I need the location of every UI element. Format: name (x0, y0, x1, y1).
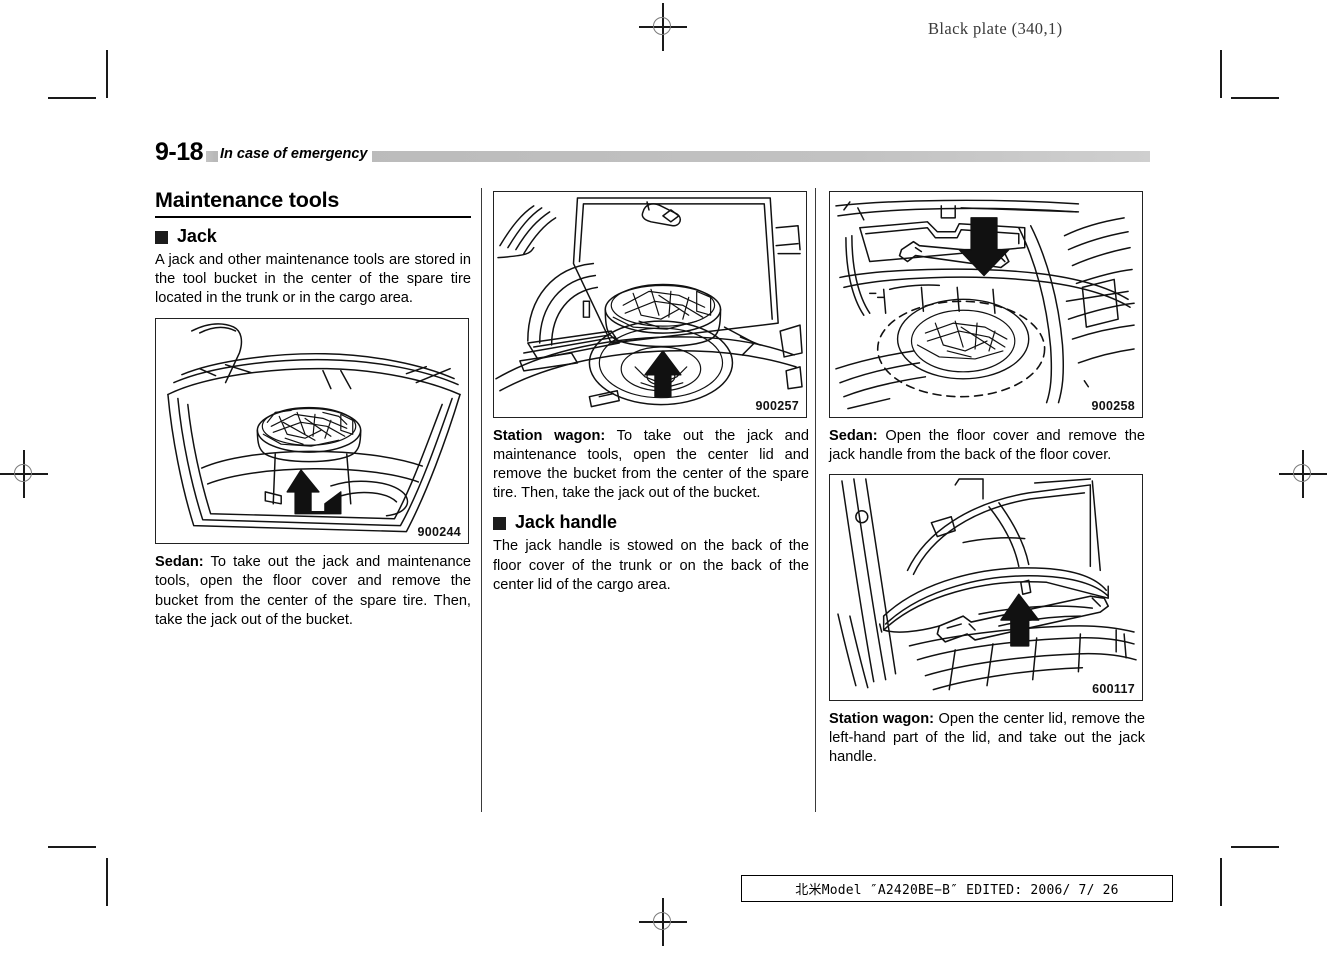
wagon-caption-middle: Station wagon: To take out the jack and … (493, 427, 809, 504)
crop-mark-bottom-left-vertical (106, 858, 108, 906)
figure-sedan-floor-cover-jack-handle: 900258 (829, 191, 1143, 418)
crop-mark-top-right-horizontal (1231, 97, 1279, 99)
registration-mark-top (639, 3, 687, 51)
sedan-caption-right: Sedan: Open the floor cover and remove t… (829, 427, 1145, 465)
figure-number-900257: 900257 (755, 398, 799, 413)
crop-mark-top-left-horizontal (48, 97, 96, 99)
column-middle: 900257 Station wagon: To take out the ja… (493, 188, 809, 604)
subsection-jack-heading: Jack (155, 226, 471, 247)
registration-mark-right (1279, 450, 1327, 498)
subsection-jack-handle-heading: Jack handle (493, 512, 809, 533)
crop-mark-top-left-vertical (106, 50, 108, 98)
jack-handle-paragraph: The jack handle is stowed on the back of… (493, 538, 809, 593)
crop-mark-top-right-vertical (1220, 50, 1222, 98)
page-number: 9-18 (155, 139, 207, 165)
figure-number-900244: 900244 (417, 525, 461, 540)
crop-mark-bottom-right-vertical (1220, 858, 1222, 906)
black-plate-label: Black plate (340,1) (928, 19, 1063, 38)
registration-mark-left (0, 450, 48, 498)
running-head: 9-18 In case of emergency (155, 139, 1150, 165)
page-title: Maintenance tools (155, 188, 471, 218)
column-divider-2 (815, 188, 816, 812)
registration-mark-bottom (639, 898, 687, 946)
subsection-jack-handle-label: Jack handle (515, 512, 617, 533)
wagon-caption-right-text: Open the center lid, remove the left-han… (829, 710, 1145, 765)
column-left: Maintenance tools Jack A jack and other … (155, 188, 471, 639)
running-head-rule (155, 151, 1150, 162)
figure-wagon-center-lid-handle: 600117 (829, 473, 1143, 701)
figure-number-600117: 600117 (1092, 681, 1135, 696)
wagon-caption-middle-text: To take out the jack and maintenance too… (493, 427, 809, 502)
column-divider-1 (481, 188, 482, 812)
square-bullet-icon (493, 517, 506, 531)
sedan-caption-right-text: Open the floor cover and remove the jack… (829, 427, 1145, 463)
production-stamp: 北米Model ″A2420BE−B″ EDITED: 2006/ 7/ 26 (741, 875, 1173, 902)
column-right: 900258 Sedan: Open the floor cover and r… (829, 188, 1145, 776)
figure-number-900258: 900258 (1091, 398, 1135, 413)
figure-sedan-trunk-tool-bucket: 900244 (155, 317, 469, 545)
wagon-caption-middle-lead: Station wagon: (493, 427, 606, 444)
crop-mark-bottom-right-horizontal (1231, 846, 1279, 848)
wagon-caption-right-lead: Station wagon: (829, 710, 934, 727)
section-title: In case of emergency (218, 144, 372, 164)
figure-wagon-center-lid-open: 900257 (493, 191, 807, 418)
sedan-caption-left-lead: Sedan: (155, 554, 204, 571)
crop-mark-bottom-left-horizontal (48, 846, 96, 848)
jack-intro-paragraph: A jack and other maintenance tools are s… (155, 252, 471, 307)
sedan-caption-right-lead: Sedan: (829, 427, 878, 444)
square-bullet-icon (155, 231, 168, 244)
wagon-caption-right: Station wagon: Open the center lid, remo… (829, 710, 1145, 768)
sedan-caption-left: Sedan: To take out the jack and main­ten… (155, 553, 471, 630)
subsection-jack-label: Jack (177, 226, 217, 246)
sedan-caption-left-text: To take out the jack and main­tenance to… (155, 554, 471, 628)
